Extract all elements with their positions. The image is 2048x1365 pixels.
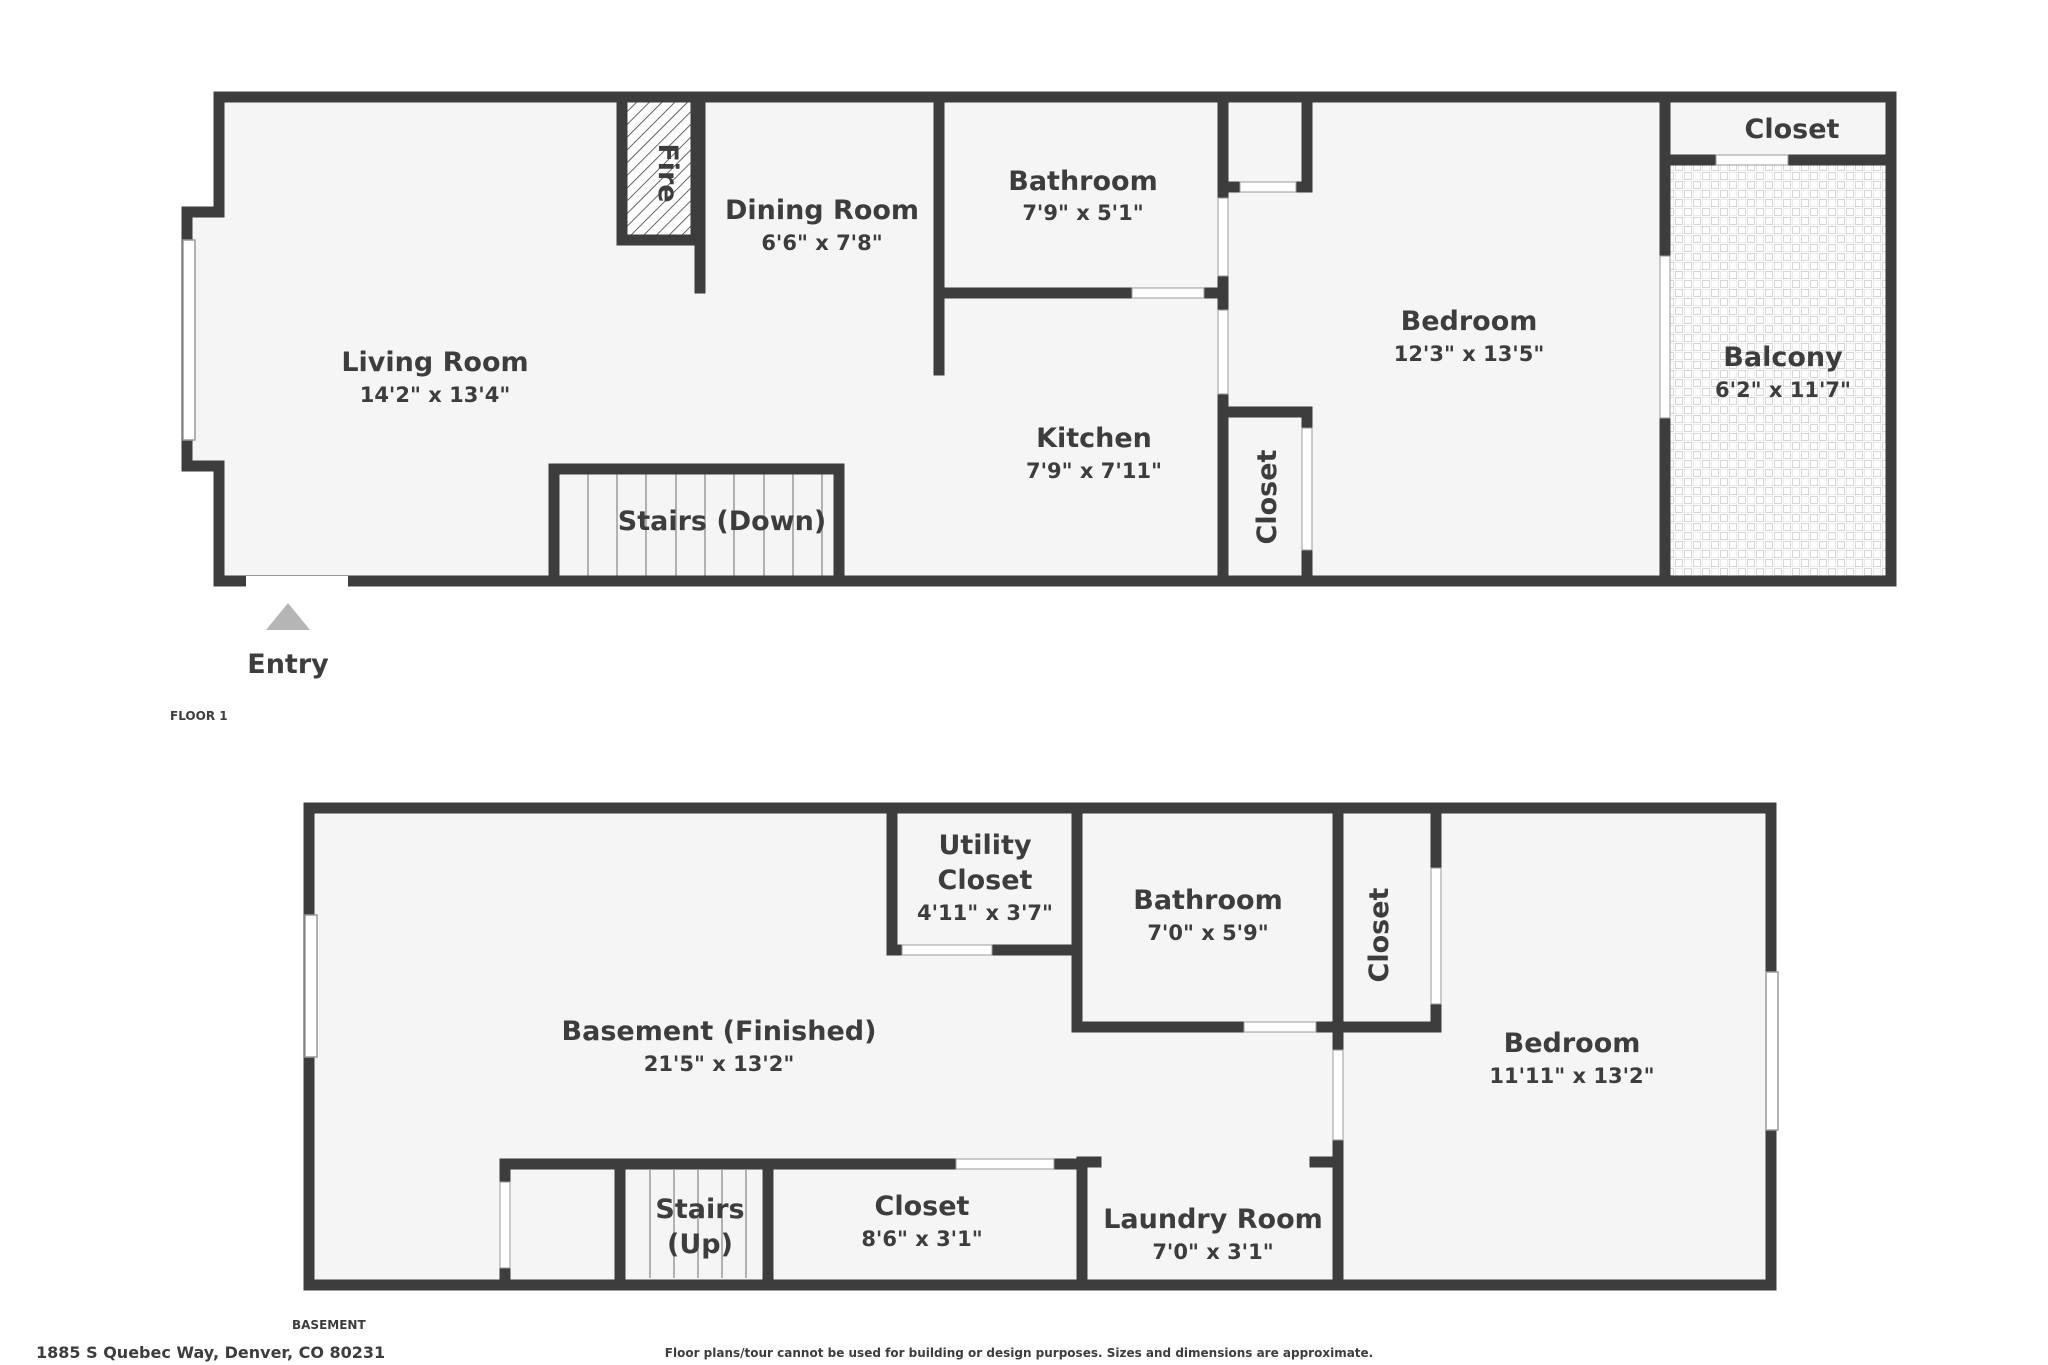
address: 1885 S Quebec Way, Denver, CO 80231: [36, 1343, 385, 1362]
top-closet-door: [1715, 154, 1789, 166]
balcony-floor: [1662, 165, 1887, 578]
bath-door: [1131, 287, 1205, 299]
floor1-openings: [182, 154, 1789, 587]
bathroom-dims: 7'9" x 5'1": [1022, 201, 1143, 225]
stairs-up-name-1: Stairs: [655, 1194, 744, 1225]
utility-name-1: Utility: [938, 830, 1032, 861]
stairs-b-door: [499, 1181, 511, 1269]
small-closet-door: [1239, 181, 1297, 193]
basement-bath-dims: 7'0" x 5'9": [1147, 921, 1268, 945]
stairs-down-name: Stairs (Down): [618, 506, 826, 537]
living-room-name: Living Room: [341, 347, 528, 378]
balcony-dims: 6'2" x 11'7": [1715, 378, 1851, 402]
bedroom-name: Bedroom: [1401, 306, 1538, 337]
basement-main-name: Basement (Finished): [562, 1016, 877, 1047]
basement-label: BASEMENT: [292, 1318, 366, 1332]
basement-window: [304, 914, 318, 1058]
dining-room-name: Dining Room: [725, 195, 919, 226]
closet-top-name: Closet: [1745, 114, 1840, 145]
utility-dims: 4'11" x 3'7": [917, 901, 1053, 925]
basement-openings: [304, 867, 1779, 1269]
basement-bedroom-name: Bedroom: [1504, 1028, 1641, 1059]
entry-door: [246, 576, 348, 587]
basement-main-dims: 21'5" x 13'2": [644, 1052, 795, 1076]
utility-name-2: Closet: [938, 865, 1033, 896]
bedroom-door-1: [1217, 197, 1229, 277]
basement-bath-door: [1243, 1021, 1317, 1033]
balcony-door: [1659, 255, 1671, 419]
closet-b-door: [955, 1158, 1055, 1170]
bathroom-name: Bathroom: [1008, 166, 1157, 197]
laundry-name: Laundry Room: [1103, 1204, 1323, 1235]
closet-v-door-b: [1430, 867, 1442, 1005]
closet-v-name: Closet: [1252, 449, 1283, 544]
basement: Basement (Finished) 21'5" x 13'2" Utilit…: [292, 802, 1779, 1332]
basement-closet-v-name: Closet: [1364, 887, 1395, 982]
entry-arrow-icon: [266, 603, 310, 630]
fireplace: [622, 101, 696, 240]
balcony-name: Balcony: [1723, 342, 1843, 373]
stairs-up-treads: [649, 1170, 747, 1278]
entry-label: Entry: [247, 649, 329, 680]
stairs-down-treads: [587, 473, 823, 576]
bedroom-door-2: [1217, 309, 1229, 395]
basement-bath-name: Bathroom: [1133, 885, 1282, 916]
stairs-up-name-2: (Up): [667, 1229, 733, 1260]
living-room-dims: 14'2" x 13'4": [360, 383, 511, 407]
basement-bedroom-dims: 11'11" x 13'2": [1489, 1064, 1654, 1088]
basement-closet-name: Closet: [875, 1191, 970, 1222]
floor1-floor: [191, 101, 1887, 578]
floor-1: Living Room 14'2" x 13'4" Fire Dining Ro…: [170, 91, 1897, 723]
fire-label: Fire: [652, 143, 683, 202]
bedroom-dims: 12'3" x 13'5": [1394, 342, 1545, 366]
kitchen-dims: 7'9" x 7'11": [1026, 459, 1162, 483]
living-window: [182, 239, 196, 441]
dining-room-dims: 6'6" x 7'8": [761, 231, 882, 255]
floor1-label: FLOOR 1: [170, 709, 228, 723]
bedroom-b-door: [1332, 1049, 1344, 1141]
kitchen-name: Kitchen: [1036, 423, 1152, 454]
bedroom-b-window: [1765, 971, 1779, 1131]
disclaimer: Floor plans/tour cannot be used for buil…: [665, 1346, 1373, 1360]
basement-closet-dims: 8'6" x 3'1": [861, 1227, 982, 1251]
laundry-dims: 7'0" x 3'1": [1152, 1240, 1273, 1264]
utility-door: [901, 944, 993, 956]
basement-floor: [312, 812, 1768, 1281]
closet-v-door: [1301, 427, 1313, 551]
